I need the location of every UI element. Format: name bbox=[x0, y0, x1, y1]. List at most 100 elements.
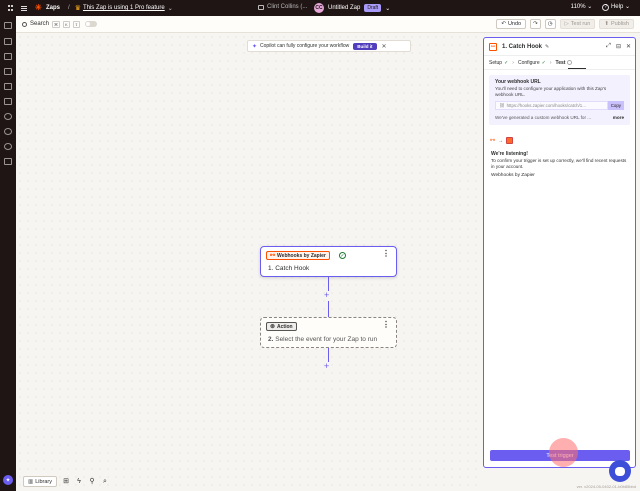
help-label: Help bbox=[610, 4, 624, 10]
action-icon: ⊛ bbox=[270, 324, 276, 330]
webhook-url-description: You'll need to configure your applicatio… bbox=[495, 86, 607, 97]
step-number: 1. bbox=[268, 265, 274, 272]
zapier-logo-icon: ✳ bbox=[35, 3, 42, 12]
check-icon: ✓ bbox=[504, 59, 509, 66]
chevron-down-icon[interactable]: ⌄ bbox=[385, 5, 391, 12]
canvas-icon[interactable] bbox=[4, 98, 12, 105]
top-right-controls: 110% ⌄ ? Help ⌄ bbox=[571, 3, 630, 11]
history-icon[interactable] bbox=[4, 113, 12, 120]
help-menu[interactable]: ? Help ⌄ bbox=[602, 3, 630, 11]
app-square-icon bbox=[506, 137, 514, 144]
assistant-icon[interactable]: ✦ bbox=[3, 475, 13, 485]
apps-icon[interactable] bbox=[4, 22, 12, 29]
history-icon: ◷ bbox=[547, 21, 553, 27]
templates-icon[interactable] bbox=[4, 158, 12, 165]
undo-button[interactable]: ↶ Undo bbox=[496, 19, 527, 29]
close-icon[interactable]: ✕ bbox=[625, 44, 631, 50]
chevron-right-icon: › bbox=[512, 59, 514, 66]
build-it-button[interactable]: Build it bbox=[353, 42, 377, 50]
zoom-control[interactable]: 110% ⌄ bbox=[570, 4, 593, 11]
panel-step-tabs: Setup ✓ › Configure ✓ › Test bbox=[484, 56, 635, 70]
publish-label: Publish bbox=[610, 21, 629, 27]
check-icon: ✓ bbox=[541, 59, 546, 66]
search-toggle[interactable] bbox=[85, 21, 98, 27]
apps-grid-icon[interactable] bbox=[8, 5, 14, 11]
webhook-url-heading: Your webhook URL bbox=[495, 79, 541, 85]
listening-heading: We're listening! bbox=[491, 151, 528, 157]
settings-icon[interactable] bbox=[4, 143, 12, 150]
library-button[interactable]: ▥ Library bbox=[23, 476, 58, 487]
folder-icon[interactable] bbox=[4, 38, 12, 45]
action-step-card[interactable]: ⊛ Action ⋮ 2. Select the event for your … bbox=[260, 317, 397, 348]
step-number: 2. bbox=[268, 336, 274, 343]
webhook-url-field[interactable]: ⛓ https://hooks.zapier.com/hooks/catch/1… bbox=[495, 101, 608, 110]
history-button[interactable]: ◷ bbox=[544, 19, 556, 29]
activity-icon[interactable] bbox=[4, 128, 12, 135]
layout-icon[interactable]: ⊞ bbox=[63, 477, 69, 485]
workflow-canvas[interactable]: ✦ Copilot can fully configure your workf… bbox=[16, 33, 482, 491]
pro-feature-text: This Zap is using 1 Pro feature bbox=[82, 5, 165, 11]
edit-icon[interactable]: ✎ bbox=[545, 43, 550, 50]
interfaces-icon[interactable] bbox=[4, 68, 12, 75]
search-button[interactable]: Search ⌘ K ⇧ bbox=[22, 20, 98, 28]
add-step-icon[interactable]: + bbox=[324, 290, 330, 300]
webhook-icon: ⚯ bbox=[489, 42, 497, 51]
webhook-url-row: ⛓ https://hooks.zapier.com/hooks/catch/1… bbox=[495, 101, 624, 110]
magic-wand-icon[interactable]: ⚲ bbox=[89, 477, 95, 485]
listening-app-name: Webhooks by Zapier bbox=[491, 173, 535, 178]
expand-icon[interactable]: ⤢ bbox=[606, 43, 611, 49]
pending-circle-icon bbox=[567, 60, 573, 65]
editor-toolbar: Search ⌘ K ⇧ ↶ Undo ↷ ◷ ▷ Test run ⬆ Pub… bbox=[16, 16, 640, 33]
more-options-icon[interactable]: ⋮ bbox=[382, 320, 390, 329]
redo-button[interactable]: ↷ bbox=[530, 19, 541, 29]
more-options-icon[interactable]: ⋮ bbox=[382, 249, 390, 258]
folder-selector[interactable]: Clint Collins (... bbox=[258, 4, 307, 10]
arrow-right-icon: → bbox=[498, 137, 504, 144]
trigger-app-chip[interactable]: ⚯ Webhooks by Zapier bbox=[266, 251, 330, 260]
library-icon: ▥ bbox=[28, 478, 34, 485]
more-link[interactable]: more bbox=[612, 115, 624, 120]
close-icon[interactable]: ✕ bbox=[381, 43, 387, 50]
pro-feature-notice[interactable]: ♛ This Zap is using 1 Pro feature ⌄ bbox=[75, 4, 173, 12]
breadcrumb-separator: / bbox=[68, 5, 70, 11]
tables-icon[interactable] bbox=[4, 53, 12, 60]
trigger-app-name: Webhooks by Zapier bbox=[277, 252, 326, 259]
tab-label: Configure bbox=[517, 59, 540, 66]
test-run-button[interactable]: ▷ Test run bbox=[559, 19, 596, 29]
search-label: Search bbox=[30, 21, 50, 27]
action-app-chip[interactable]: ⊛ Action bbox=[266, 322, 297, 331]
webhook-icon: ⚯ bbox=[490, 138, 496, 144]
publish-button[interactable]: ⬆ Publish bbox=[599, 19, 634, 29]
chatbot-icon[interactable] bbox=[4, 83, 12, 90]
left-sidebar: ✦ bbox=[0, 16, 16, 491]
zap-title-area[interactable]: CC Untitled Zap Draft ⌄ bbox=[314, 3, 390, 13]
zoom-search-icon[interactable]: ⌕ bbox=[103, 477, 107, 485]
collapse-icon[interactable]: ⊟ bbox=[615, 44, 621, 50]
zaps-link[interactable]: Zaps bbox=[46, 5, 61, 11]
chat-support-button[interactable] bbox=[609, 460, 631, 482]
copy-button[interactable]: Copy bbox=[607, 101, 624, 110]
shortcut-key: ⌘ bbox=[52, 20, 61, 28]
trigger-step-card[interactable]: ⚯ Webhooks by Zapier ✓ ⋮ 1. Catch Hook bbox=[260, 246, 397, 277]
help-icon: ? bbox=[602, 3, 610, 11]
status-badge: Draft bbox=[364, 4, 382, 12]
step-name: Select the event for your Zap to run bbox=[275, 336, 378, 343]
folder-name: Clint Collins (... bbox=[267, 4, 308, 10]
listening-section: We're listening! To confirm your trigger… bbox=[491, 151, 629, 178]
zap-title[interactable]: Untitled Zap bbox=[328, 5, 361, 11]
action-step-title: 2. Select the event for your Zap to run bbox=[268, 336, 377, 343]
generated-note: We've generated a custom webhook URL for… bbox=[495, 115, 624, 120]
active-tab-underline bbox=[568, 68, 586, 69]
copilot-banner: ✦ Copilot can fully configure your workf… bbox=[247, 40, 411, 52]
step-details-panel: ⚯ 1. Catch Hook ✎ ⤢ ⊟ ✕ Setup ✓ › Config… bbox=[483, 37, 636, 468]
panel-title[interactable]: 1. Catch Hook bbox=[502, 43, 543, 50]
connector-line bbox=[328, 348, 329, 362]
menu-icon[interactable] bbox=[21, 5, 27, 11]
tab-setup[interactable]: Setup ✓ bbox=[489, 60, 508, 66]
tab-configure[interactable]: Configure ✓ bbox=[518, 60, 546, 66]
panel-header: ⚯ 1. Catch Hook ✎ ⤢ ⊟ ✕ bbox=[484, 38, 635, 56]
tab-test[interactable]: Test bbox=[556, 60, 573, 66]
lightning-icon[interactable]: ϟ bbox=[77, 477, 81, 485]
add-step-icon[interactable]: + bbox=[324, 361, 330, 371]
step-name: Catch Hook bbox=[275, 265, 310, 272]
